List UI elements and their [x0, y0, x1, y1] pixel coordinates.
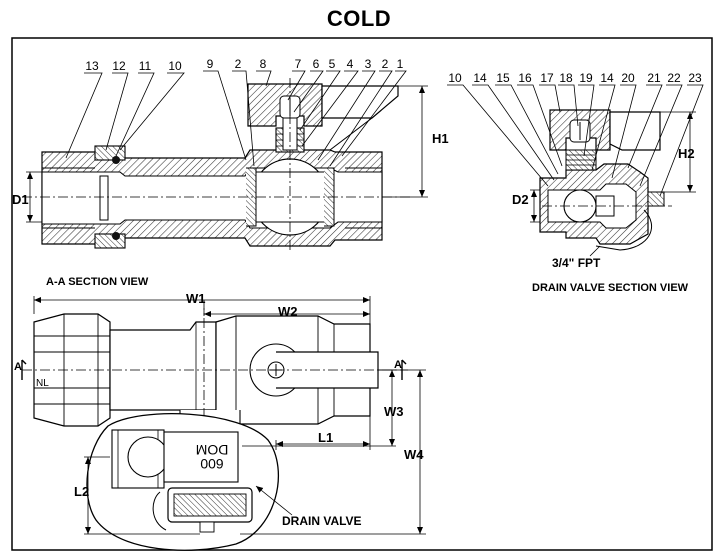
- callout-2a: 2: [235, 57, 242, 71]
- drain-callout-21: 21: [647, 71, 661, 85]
- drawing-title: COLD: [326, 6, 392, 31]
- section-marker-right: A: [394, 359, 402, 371]
- drain-callout-17: 17: [540, 71, 554, 85]
- thread-note: 3/4" FPT: [552, 256, 601, 270]
- callout-4: 4: [347, 57, 354, 71]
- drain-callout-14b: 14: [600, 71, 614, 85]
- callout-9: 9: [207, 57, 214, 71]
- dim-w1: W1: [186, 291, 206, 306]
- drain-section-dimensions: [530, 111, 696, 257]
- section-marker-left: A: [14, 361, 22, 373]
- section-view-a-a: [22, 78, 410, 250]
- dim-w2: W2: [278, 304, 298, 319]
- drain-section-callouts: 10 14 15 16 17 18 19 14 20 21 22 23: [447, 71, 704, 197]
- drain-callout-10: 10: [448, 71, 462, 85]
- callout-3: 3: [365, 57, 372, 71]
- body-mark-nl: NL: [36, 378, 49, 389]
- drain-section-caption: DRAIN VALVE SECTION VIEW: [532, 282, 689, 294]
- drain-callout-20: 20: [621, 71, 635, 85]
- dim-h2: H2: [678, 146, 695, 161]
- plan-view: [22, 300, 408, 551]
- dim-l1: L1: [318, 430, 333, 445]
- dim-d2: D2: [512, 192, 529, 207]
- drain-callout-14a: 14: [473, 71, 487, 85]
- section-view-dimensions: [26, 85, 428, 223]
- callout-1: 1: [397, 57, 404, 71]
- drain-valve-section-view: [539, 109, 672, 251]
- callout-2b: 2: [382, 57, 389, 71]
- drain-callout-22: 22: [667, 71, 681, 85]
- body-stamp: DOM 600: [196, 442, 229, 472]
- callout-5: 5: [329, 57, 336, 71]
- drain-valve-label: DRAIN VALVE: [282, 514, 362, 528]
- callout-8: 8: [260, 57, 267, 71]
- drain-callout-19: 19: [579, 71, 593, 85]
- callout-12: 12: [112, 59, 126, 73]
- callout-10: 10: [168, 59, 182, 73]
- stamp-line-1: DOM: [196, 442, 229, 458]
- dim-w3: W3: [384, 404, 404, 419]
- dim-d1: D1: [12, 192, 29, 207]
- drain-callout-23: 23: [688, 71, 702, 85]
- plan-view-dimensions: [33, 296, 426, 535]
- callout-6: 6: [313, 57, 320, 71]
- callout-11: 11: [139, 59, 152, 73]
- drawing-frame: [11, 37, 713, 551]
- section-view-callouts: 13 12 11 10 9 2 8 7 6 5 4 3 2 1: [65, 57, 407, 167]
- dim-w4: W4: [404, 447, 424, 462]
- callout-13: 13: [85, 59, 99, 73]
- stamp-line-2: 600: [200, 456, 224, 472]
- drain-callout-18: 18: [559, 71, 573, 85]
- callout-7: 7: [295, 57, 302, 71]
- dim-h1: H1: [432, 131, 449, 146]
- drain-callout-15: 15: [496, 71, 510, 85]
- section-view-caption: A-A SECTION VIEW: [46, 276, 149, 288]
- dim-l2: L2: [74, 484, 89, 499]
- drain-callout-16: 16: [518, 71, 532, 85]
